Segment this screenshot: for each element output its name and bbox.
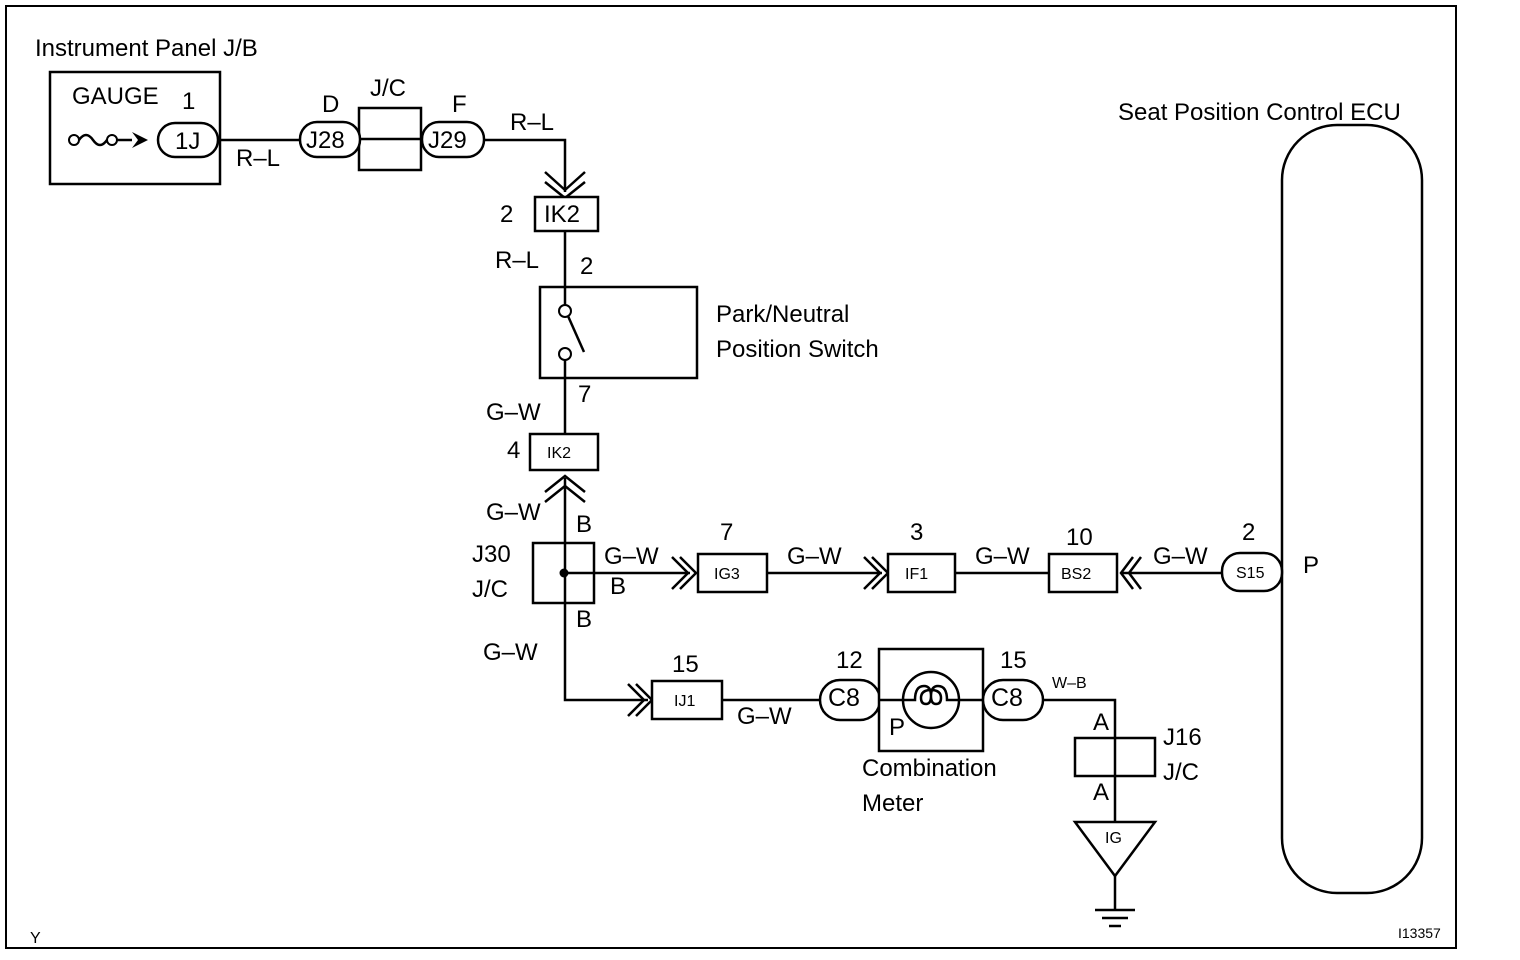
ij1-label: IJ1 <box>674 693 695 710</box>
ik2-top-pin: 2 <box>500 201 513 228</box>
j30-id: J30 <box>472 541 511 568</box>
bs2-pin: 10 <box>1066 524 1093 551</box>
ground-point-triangle <box>1072 820 1158 879</box>
switch-contact-bottom <box>558 347 572 361</box>
connector-j28-label: J28 <box>306 127 345 154</box>
if1-box <box>886 552 957 594</box>
footer-corner: Y <box>30 930 41 947</box>
j30-pin-right: B <box>610 573 626 600</box>
connector-j29-label: J29 <box>428 127 467 154</box>
wire-label-10: G–W <box>483 639 538 666</box>
wire-j30-ij1 <box>563 603 648 702</box>
ground-icon <box>1095 876 1135 928</box>
jc-top-pin-left: D <box>322 91 339 118</box>
j16-id: J16 <box>1163 724 1202 751</box>
wire-j29-ik2 <box>484 138 567 192</box>
ik2-top-box <box>533 195 600 233</box>
ig3-arrow <box>671 556 698 590</box>
j16-pin-bottom: A <box>1093 779 1109 806</box>
j30-pin-bottom: B <box>576 606 592 633</box>
ik2-top-label: IK2 <box>544 201 580 228</box>
meter-pin-right: 15 <box>1000 647 1027 674</box>
connector-c8-right-label: C8 <box>991 684 1023 712</box>
ground-label: IG <box>1105 830 1122 847</box>
wire-label-12: W–B <box>1052 675 1087 692</box>
wire-label-4: G–W <box>486 399 541 426</box>
meter-lamp-icon <box>901 670 961 730</box>
ecu-terminal: P <box>1303 552 1319 579</box>
connector-j28 <box>298 120 362 159</box>
ik2-bottom-label: IK2 <box>547 445 571 462</box>
pns-pin-top: 2 <box>580 253 593 280</box>
switch-contact-top <box>558 304 572 318</box>
wire-label-2: R–L <box>510 109 554 136</box>
pns-pin-bottom: 7 <box>578 381 591 408</box>
ij1-box <box>650 679 724 721</box>
j30-splice-dot <box>559 568 569 578</box>
ik2-bottom-box <box>528 432 600 472</box>
bs2-box <box>1047 552 1119 594</box>
connector-c8-left-label: C8 <box>828 684 860 712</box>
connector-1j-label: 1J <box>175 128 200 155</box>
ecu-box <box>1280 123 1424 895</box>
ij1-pin: 15 <box>672 651 699 678</box>
jc-top-pin-right: F <box>452 91 467 118</box>
pns-title-1: Park/Neutral <box>716 301 849 328</box>
j30-label: J/C <box>472 576 508 603</box>
wire-c8-j16 <box>1043 698 1117 738</box>
ecu-title: Seat Position Control ECU <box>1118 99 1401 126</box>
wire-label-9: G–W <box>1153 543 1208 570</box>
diagram-frame <box>5 5 1457 949</box>
jb-title: Instrument Panel J/B <box>35 35 258 62</box>
meter-pin-left: 12 <box>836 647 863 674</box>
wire-label-5: G–W <box>486 499 541 526</box>
meter-terminal: P <box>889 714 905 741</box>
ik2-bottom-pin: 4 <box>507 437 520 464</box>
wire-label-6: G–W <box>604 543 659 570</box>
wire-label-1: R–L <box>236 145 280 172</box>
wire-label-7: G–W <box>787 543 842 570</box>
jc-top-label: J/C <box>370 75 406 102</box>
j16-pin-top: A <box>1093 709 1109 736</box>
wire-label-11: G–W <box>737 703 792 730</box>
if1-pin: 3 <box>910 519 923 546</box>
meter-title-1: Combination <box>862 755 997 782</box>
ig3-label: IG3 <box>714 566 740 583</box>
wire-label-8: G–W <box>975 543 1030 570</box>
bs2-label: BS2 <box>1061 566 1091 583</box>
j16-label: J/C <box>1163 759 1199 786</box>
if1-label: IF1 <box>905 566 928 583</box>
gauge-label: GAUGE <box>72 83 159 110</box>
footer-code: I13357 <box>1398 925 1441 941</box>
ecu-pin: 2 <box>1242 519 1255 546</box>
connector-s15-label: S15 <box>1236 565 1265 582</box>
j30-pin-top: B <box>576 511 592 538</box>
pns-title-2: Position Switch <box>716 336 879 363</box>
pns-box <box>538 285 699 380</box>
fuse-icon <box>68 132 148 148</box>
meter-title-2: Meter <box>862 790 923 817</box>
switch-blade-icon <box>566 315 586 353</box>
jb-pin: 1 <box>182 88 195 115</box>
ig3-pin: 7 <box>720 519 733 546</box>
connector-s15 <box>1220 551 1284 593</box>
wire-label-3: R–L <box>495 247 539 274</box>
